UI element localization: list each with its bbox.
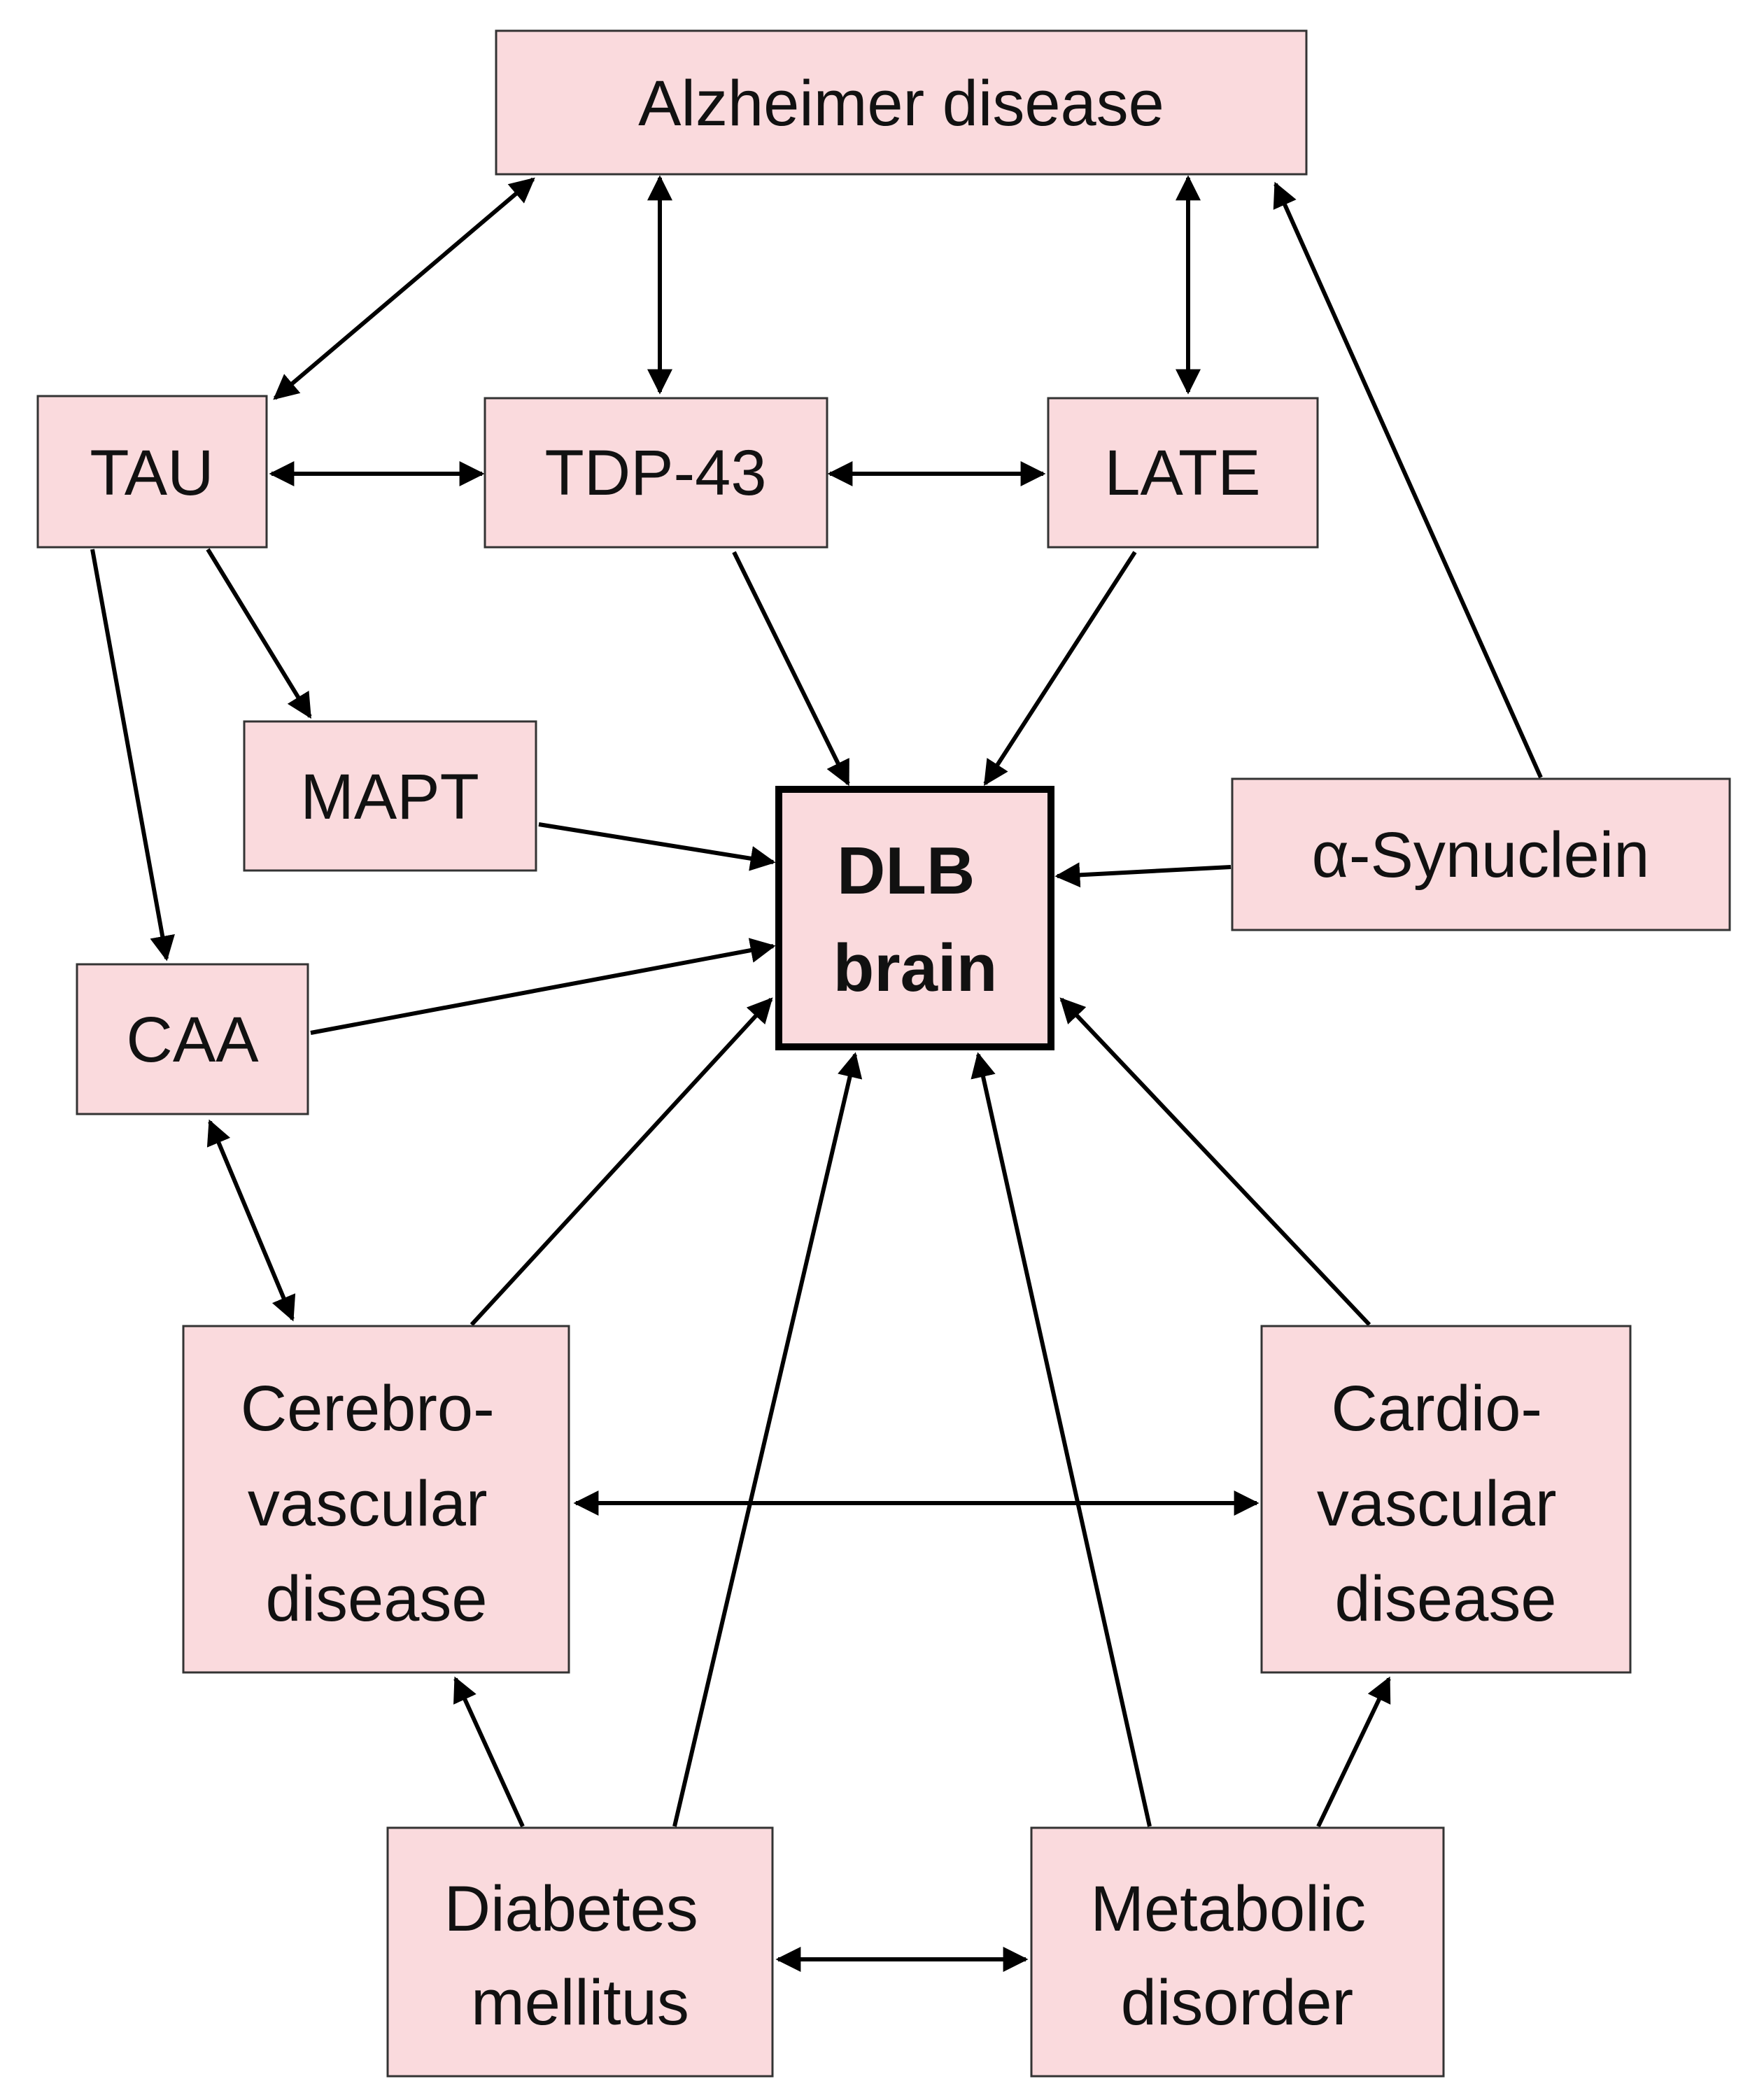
arrow-caa-to-dlb xyxy=(310,938,776,1035)
node-box xyxy=(182,1325,570,1674)
arrow-mapt-to-dlb xyxy=(538,822,776,871)
node-dlb-brain: DLB brain xyxy=(775,786,1054,1050)
node-diabetes-mellitus: Diabetes mellitus xyxy=(386,1826,774,2078)
node-label: TAU xyxy=(90,437,213,509)
node-box xyxy=(1260,1325,1632,1674)
arrow-tdp43-to-dlb xyxy=(732,551,850,787)
node-label-line: TAU xyxy=(90,437,213,509)
node-box xyxy=(76,963,309,1115)
node-label-line: LATE xyxy=(1104,437,1260,509)
node-label-line: Diabetes xyxy=(444,1873,698,1945)
arrow-synuclein-to-dlb xyxy=(1054,862,1232,888)
node-label: DLB brain xyxy=(833,833,998,1006)
node-label-line: Alzheimer disease xyxy=(638,68,1164,139)
node-label: Diabetes mellitus xyxy=(444,1873,717,2038)
node-label: Alzheimer disease xyxy=(638,68,1164,139)
arrow-late-to-dlb xyxy=(983,551,1137,787)
arrow-cerebro-to-dlb xyxy=(470,997,773,1327)
node-label-line: MAPT xyxy=(300,761,479,833)
nodes-layer: Alzheimer disease TAU TDP-43 LATE MAPT xyxy=(36,29,1731,2078)
node-box xyxy=(1047,397,1319,549)
node-label-line: vascular xyxy=(1317,1468,1557,1539)
node-box xyxy=(495,29,1308,176)
node-caa: CAA xyxy=(76,963,309,1115)
node-label: Cardio- vascular disease xyxy=(1317,1373,1574,1635)
node-label: Metabolic disorder xyxy=(1090,1873,1383,2038)
arrow-cardio-to-dlb xyxy=(1059,997,1371,1327)
node-label-line: TDP-43 xyxy=(545,437,767,509)
node-alpha-synuclein: α-Synuclein xyxy=(1231,777,1731,931)
node-box xyxy=(1231,777,1731,931)
node-label: Cerebro- vascular disease xyxy=(241,1373,513,1635)
node-mapt: MAPT xyxy=(243,720,537,872)
node-label: TDP-43 xyxy=(545,437,767,509)
node-box xyxy=(484,397,828,549)
node-tdp-43: TDP-43 xyxy=(484,397,828,549)
node-label-line: Metabolic xyxy=(1090,1873,1366,1945)
arrow-tau-to-caa xyxy=(90,549,175,961)
arrow-synuclein-to-alzheimer xyxy=(1273,181,1543,779)
arrow-metabolic-to-dlb xyxy=(971,1052,1152,1827)
bidirectional-arrow-caa-to-cerebro xyxy=(206,1119,296,1322)
node-label-line: disease xyxy=(265,1563,487,1635)
node-label-line: mellitus xyxy=(471,1967,689,2038)
node-alzheimer-disease: Alzheimer disease xyxy=(495,29,1308,176)
node-box xyxy=(775,786,1054,1050)
node-box xyxy=(243,720,537,872)
node-label: CAA xyxy=(126,1004,259,1076)
node-label-line: α-Synuclein xyxy=(1312,819,1650,891)
node-label: MAPT xyxy=(300,761,479,833)
node-label-line: disorder xyxy=(1121,1967,1353,2038)
node-box xyxy=(386,1826,774,2078)
arrow-diabetes-to-dlb xyxy=(672,1052,863,1827)
node-label-line: Cardio- xyxy=(1331,1373,1542,1444)
node-cardiovascular-disease: Cardio- vascular disease xyxy=(1260,1325,1632,1674)
node-late: LATE xyxy=(1047,397,1319,549)
node-tau: TAU xyxy=(36,395,268,549)
node-label: LATE xyxy=(1104,437,1260,509)
node-label: α-Synuclein xyxy=(1312,819,1650,891)
arrow-diabetes-to-cerebro xyxy=(453,1676,525,1828)
node-label-line: DLB xyxy=(837,833,975,908)
node-box xyxy=(1030,1826,1445,2078)
edges-layer xyxy=(90,175,1543,1972)
node-label-line: CAA xyxy=(126,1004,259,1076)
node-label-line: vascular xyxy=(248,1468,488,1539)
bidirectional-arrow-tau-to-alzheimer xyxy=(273,177,535,400)
node-label-line: disease xyxy=(1334,1563,1556,1635)
node-label-line: brain xyxy=(833,931,998,1006)
node-metabolic-disorder: Metabolic disorder xyxy=(1030,1826,1445,2078)
node-cerebrovascular-disease: Cerebro- vascular disease xyxy=(182,1325,570,1674)
arrow-metabolic-to-cardio xyxy=(1316,1676,1391,1828)
node-label-line: Cerebro- xyxy=(241,1373,495,1444)
node-box xyxy=(36,395,268,549)
arrow-tau-to-mapt xyxy=(206,548,312,719)
